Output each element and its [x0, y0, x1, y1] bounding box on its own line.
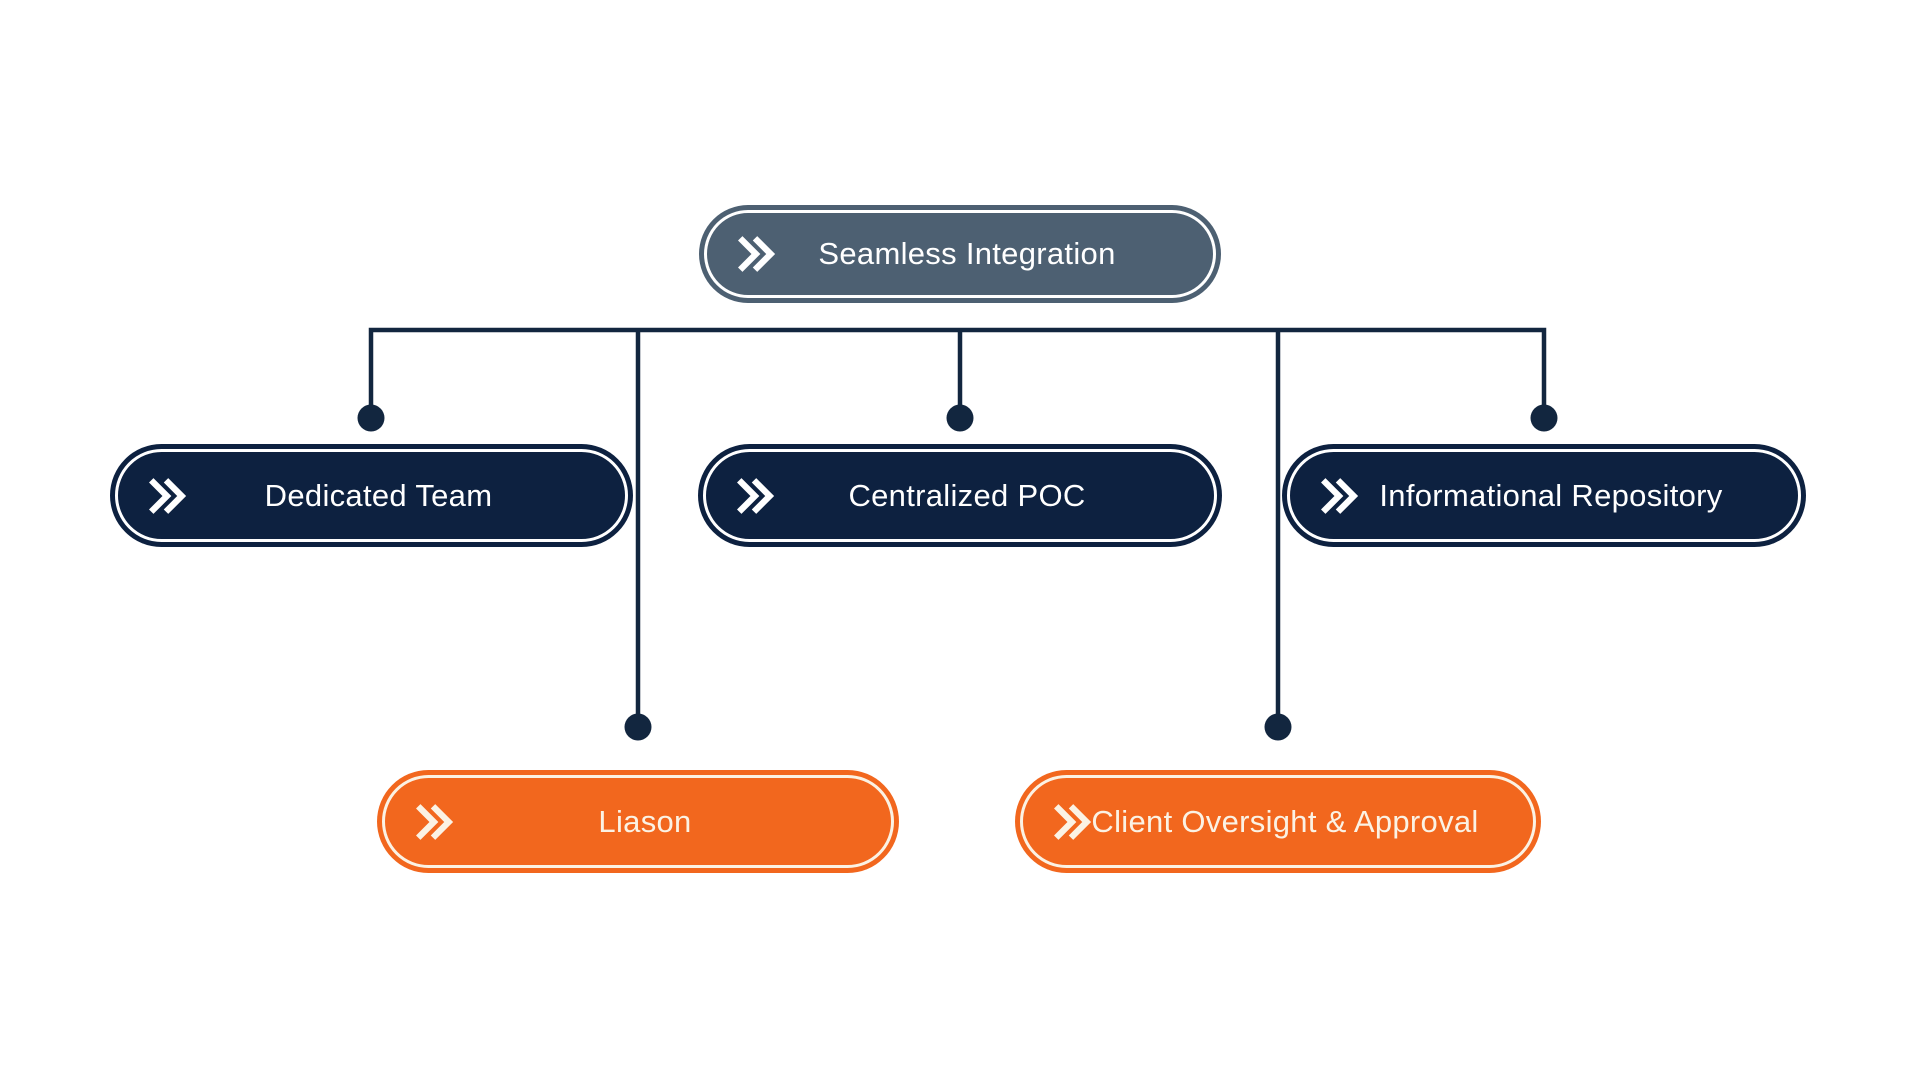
node-liason: Liason	[377, 770, 899, 873]
double-chevron-right-icon	[416, 803, 454, 840]
node-label: Dedicated Team	[264, 477, 493, 513]
double-chevron-right-icon	[737, 477, 775, 514]
double-chevron-right-icon	[1054, 803, 1092, 840]
connector-dot	[1264, 713, 1292, 741]
node-seamless-integration: Seamless Integration	[699, 205, 1221, 303]
connector-dot	[946, 404, 974, 432]
node-label: Informational Repository	[1379, 477, 1723, 513]
connector-dot	[624, 713, 652, 741]
connector-dot	[1530, 404, 1558, 432]
double-chevron-right-icon	[149, 477, 187, 514]
node-label: Client Oversight & Approval	[1091, 803, 1479, 839]
node-centralized-poc: Centralized POC	[698, 444, 1222, 547]
node-client-oversight-approval: Client Oversight & Approval	[1015, 770, 1541, 873]
node-label: Seamless Integration	[818, 236, 1116, 271]
node-label: Liason	[598, 803, 692, 839]
node-label: Centralized POC	[848, 477, 1086, 513]
double-chevron-right-icon	[1321, 477, 1359, 514]
node-dedicated-team: Dedicated Team	[110, 444, 633, 547]
connector-rail	[368, 327, 1547, 415]
connector-dot	[357, 404, 385, 432]
node-informational-repository: Informational Repository	[1282, 444, 1806, 547]
double-chevron-right-icon	[738, 236, 776, 272]
